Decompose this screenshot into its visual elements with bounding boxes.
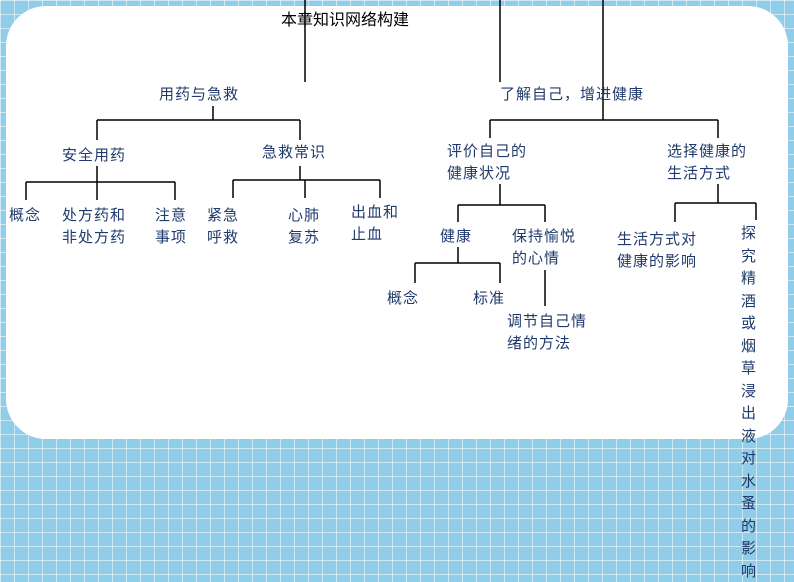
node-lifestyle-impact: 生活方式对 健康的影响 — [617, 230, 698, 270]
node-healthy-lifestyle: 选择健康的 生活方式 — [667, 142, 748, 182]
node-know-yourself: 了解自己，增进健康 — [500, 85, 645, 103]
node-experiment-vertical: 探究精酒或烟草浸出液对水蚤的影响 — [741, 224, 757, 580]
node-health: 健康 — [440, 227, 473, 245]
node-health-standard: 标准 — [473, 289, 506, 307]
node-emergency-call: 紧急 呼救 — [207, 206, 240, 246]
node-medication-first-aid: 用药与急救 — [159, 85, 240, 103]
node-concept: 概念 — [9, 206, 42, 224]
node-keep-happy: 保持愉悦 的心情 — [512, 227, 577, 267]
node-evaluate-health: 评价自己的 健康状况 — [447, 142, 528, 182]
node-emotion-regulation: 调节自己情 绪的方法 — [507, 312, 588, 352]
node-safe-medication: 安全用药 — [62, 146, 127, 164]
node-first-aid-knowledge: 急救常识 — [262, 143, 327, 161]
node-health-concept: 概念 — [387, 289, 420, 307]
node-precautions: 注意 事项 — [155, 206, 188, 246]
content-card — [6, 6, 788, 439]
node-bleeding-control: 出血和 止血 — [351, 203, 400, 243]
diagram-title: 本章知识网络构建 — [281, 10, 410, 29]
node-prescription-drugs: 处方药和 非处方药 — [62, 206, 127, 246]
connector-lines — [25, 0, 757, 306]
node-cpr: 心肺 复苏 — [288, 206, 321, 246]
